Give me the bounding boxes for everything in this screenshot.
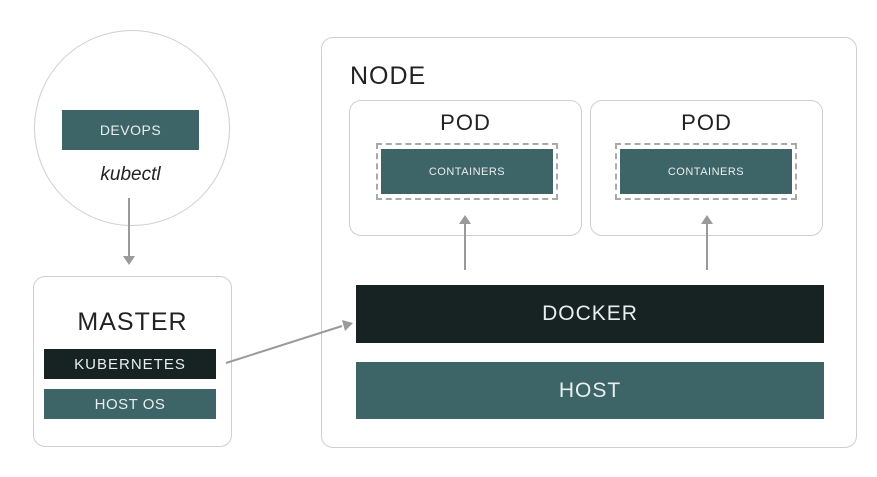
arrowhead-down <box>123 256 135 265</box>
host-os-box: HOST OS <box>44 389 216 419</box>
docker-layer: DOCKER <box>356 285 824 343</box>
containers-frame-2 <box>615 143 797 200</box>
kubectl-label: kubectl <box>100 164 161 185</box>
devops-circle <box>34 30 230 226</box>
devops-box: DEVOPS <box>62 110 199 150</box>
pod-title-2: POD <box>681 110 732 135</box>
host-layer: HOST <box>356 362 824 419</box>
pod-title-1: POD <box>440 110 491 135</box>
node-title: NODE <box>350 62 427 90</box>
containers-box-1: CONTAINERS <box>381 149 553 194</box>
containers-frame-1 <box>376 143 558 200</box>
containers-box-2: CONTAINERS <box>620 149 792 194</box>
master-title: MASTER <box>77 307 188 336</box>
kubernetes-box: KUBERNETES <box>44 349 216 379</box>
